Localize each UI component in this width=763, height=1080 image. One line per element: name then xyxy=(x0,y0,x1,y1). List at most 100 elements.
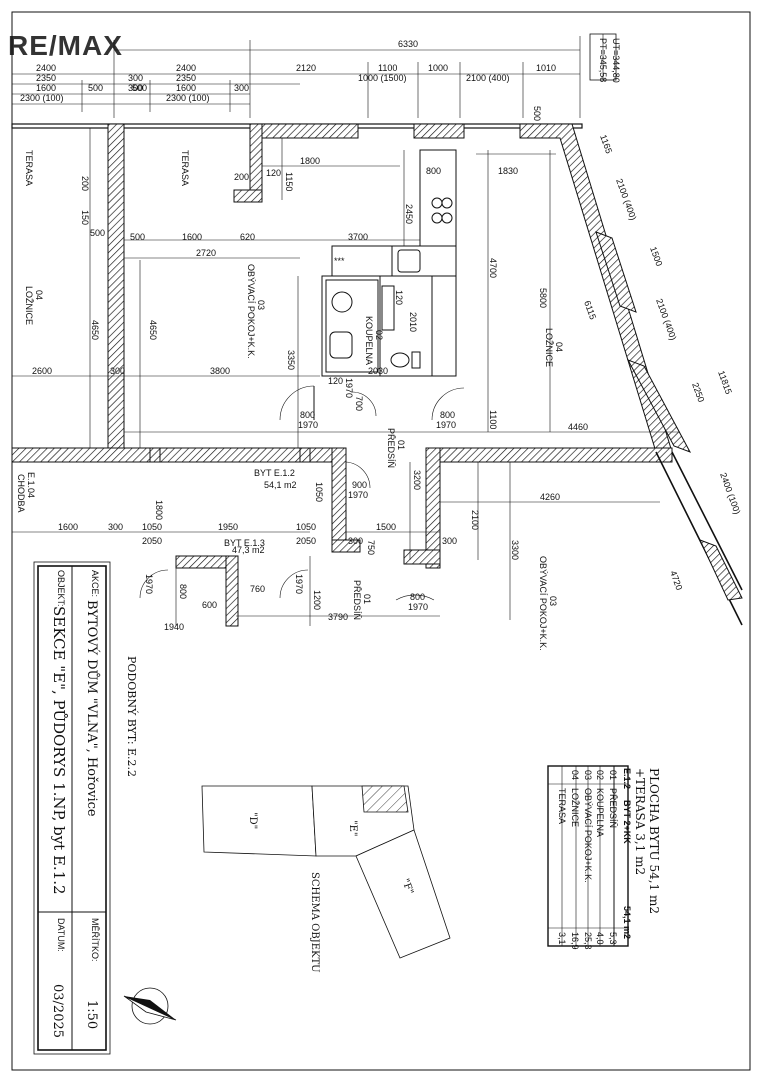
svg-text:03: 03 xyxy=(548,596,558,606)
svg-text:120: 120 xyxy=(328,376,343,386)
svg-text:BYTOVÝ DŮM "VLNA", Hořovice: BYTOVÝ DŮM "VLNA", Hořovice xyxy=(84,600,100,817)
svg-text:TERASA: TERASA xyxy=(557,788,567,824)
svg-text:"E": "E" xyxy=(347,820,358,837)
svg-text:2100: 2100 xyxy=(470,510,480,530)
svg-text:300: 300 xyxy=(128,83,143,93)
svg-text:2400: 2400 xyxy=(176,63,196,73)
sink-icon xyxy=(329,331,353,359)
svg-text:04: 04 xyxy=(554,342,564,352)
svg-text:3790: 3790 xyxy=(328,612,348,622)
svg-text:16,9: 16,9 xyxy=(570,932,580,950)
svg-text:UT=344,80: UT=344,80 xyxy=(611,38,621,83)
svg-text:1830: 1830 xyxy=(498,166,518,176)
svg-text:500: 500 xyxy=(132,83,147,93)
svg-text:OBÝVACÍ POKOJ+K.K.: OBÝVACÍ POKOJ+K.K. xyxy=(583,788,593,883)
walls xyxy=(11,123,743,627)
svg-text:2400: 2400 xyxy=(36,63,56,73)
svg-text:800: 800 xyxy=(410,592,425,602)
svg-text:2050: 2050 xyxy=(142,536,162,546)
svg-text:800: 800 xyxy=(426,166,441,176)
svg-text:300: 300 xyxy=(234,83,249,93)
svg-text:1970: 1970 xyxy=(344,378,354,398)
svg-text:01: 01 xyxy=(608,770,618,780)
svg-text:1150: 1150 xyxy=(284,172,294,191)
svg-text:2100 (400): 2100 (400) xyxy=(654,297,678,341)
svg-text:500: 500 xyxy=(130,232,145,242)
doors xyxy=(139,385,465,601)
svg-text:1970: 1970 xyxy=(408,602,428,612)
svg-text:***: *** xyxy=(334,256,345,266)
svg-text:LOŽNICE: LOŽNICE xyxy=(24,286,34,325)
level-box: PT=345,58 UT=344,80 xyxy=(589,33,621,83)
svg-text:11815: 11815 xyxy=(716,369,734,395)
svg-text:1970: 1970 xyxy=(348,490,368,500)
svg-text:120: 120 xyxy=(394,290,404,305)
svg-text:1165: 1165 xyxy=(598,133,614,155)
svg-text:TERASA: TERASA xyxy=(24,150,34,186)
svg-text:200: 200 xyxy=(80,176,90,191)
svg-text:SCHEMA OBJEKTU: SCHEMA OBJEKTU xyxy=(309,872,320,973)
svg-text:800: 800 xyxy=(178,584,188,599)
svg-text:54,1 m2: 54,1 m2 xyxy=(622,906,632,939)
svg-text:1970: 1970 xyxy=(298,420,318,430)
svg-text:OBJEKT:: OBJEKT: xyxy=(56,570,66,607)
svg-text:1600: 1600 xyxy=(176,83,196,93)
svg-text:LOŽNICE: LOŽNICE xyxy=(570,788,580,827)
svg-text:E.1.2: E.1.2 xyxy=(622,768,632,789)
svg-text:300: 300 xyxy=(108,522,123,532)
fixtures xyxy=(329,197,453,369)
svg-text:2600: 2600 xyxy=(32,366,52,376)
svg-text:4720: 4720 xyxy=(668,569,684,591)
svg-text:1600: 1600 xyxy=(182,232,202,242)
svg-text:2030: 2030 xyxy=(368,366,388,376)
svg-text:01: 01 xyxy=(396,440,406,450)
svg-text:6115: 6115 xyxy=(582,299,598,321)
svg-text:2300 (100): 2300 (100) xyxy=(166,93,210,103)
svg-text:LOŽNICE: LOŽNICE xyxy=(544,328,554,367)
svg-text:4460: 4460 xyxy=(568,422,588,432)
svg-text:PT=345,58: PT=345,58 xyxy=(598,38,608,82)
svg-text:800: 800 xyxy=(300,410,315,420)
svg-text:E.1.04: E.1.04 xyxy=(26,472,36,498)
svg-text:5,3: 5,3 xyxy=(608,932,618,945)
svg-text:1800: 1800 xyxy=(154,500,164,520)
svg-text:2120: 2120 xyxy=(296,63,316,73)
svg-text:4,0: 4,0 xyxy=(595,932,605,945)
svg-text:54,1 m2: 54,1 m2 xyxy=(264,480,297,490)
svg-text:1000 (1500): 1000 (1500) xyxy=(358,73,407,83)
svg-text:KOUPELNA: KOUPELNA xyxy=(364,316,374,365)
svg-text:200: 200 xyxy=(234,172,249,182)
svg-text:4650: 4650 xyxy=(90,320,100,340)
svg-text:5800: 5800 xyxy=(538,288,548,308)
svg-text:4700: 4700 xyxy=(488,258,498,278)
svg-text:2250: 2250 xyxy=(690,381,706,403)
svg-text:BYT 2+KK: BYT 2+KK xyxy=(622,800,632,844)
svg-text:3300: 3300 xyxy=(510,540,520,560)
svg-text:1970: 1970 xyxy=(294,574,304,594)
svg-text:03/2025: 03/2025 xyxy=(50,984,65,1038)
svg-text:PŘEDSÍŇ: PŘEDSÍŇ xyxy=(386,428,396,468)
svg-text:PLOCHA BYTU 54,1 m2: PLOCHA BYTU 54,1 m2 xyxy=(647,768,661,914)
svg-text:760: 760 xyxy=(250,584,265,594)
svg-text:03: 03 xyxy=(256,300,266,310)
svg-text:1940: 1940 xyxy=(164,622,184,632)
svg-text:620: 620 xyxy=(240,232,255,242)
svg-text:500: 500 xyxy=(90,228,105,238)
svg-text:03: 03 xyxy=(583,770,593,780)
svg-text:600: 600 xyxy=(202,600,217,610)
schema-block-d xyxy=(201,785,317,857)
area-table: PLOCHA BYTU 54,1 m2 +TERASA 3,1 m2 E.1.2… xyxy=(547,765,661,950)
svg-text:1100: 1100 xyxy=(378,63,397,73)
svg-text:PŘEDSÍŇ: PŘEDSÍŇ xyxy=(608,788,618,828)
svg-text:900: 900 xyxy=(352,480,367,490)
svg-text:300: 300 xyxy=(442,536,457,546)
svg-text:750: 750 xyxy=(366,540,376,555)
svg-text:4260: 4260 xyxy=(540,492,560,502)
svg-text:3,1: 3,1 xyxy=(557,932,567,945)
remax-logo: RE/MAX xyxy=(8,30,123,61)
svg-text:1100: 1100 xyxy=(488,410,498,429)
svg-text:"F": "F" xyxy=(399,877,415,896)
schema-block-f xyxy=(355,829,451,959)
toilet-icon xyxy=(390,352,410,368)
